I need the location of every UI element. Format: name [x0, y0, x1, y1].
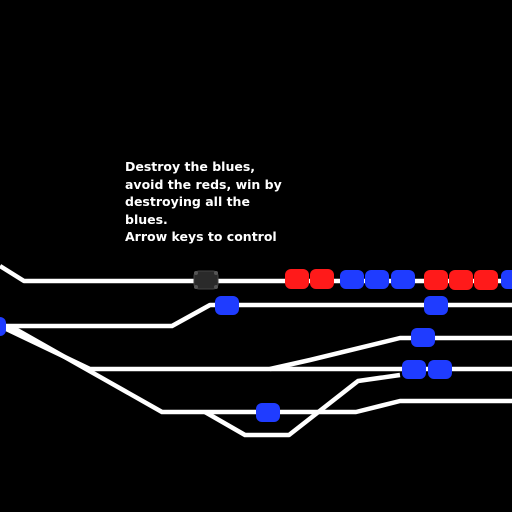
instructions-text: Destroy the blues, avoid the reds, win b… — [125, 158, 325, 246]
instruction-line: Destroy the blues, — [125, 159, 256, 174]
blue-car — [424, 296, 448, 315]
blue-car — [402, 360, 426, 379]
instruction-line: blues. — [125, 211, 168, 227]
track-5 — [8, 324, 512, 415]
blue-car — [391, 270, 415, 289]
blue-car — [501, 270, 512, 289]
instruction-line: avoid the reds, win by — [125, 176, 282, 192]
track-6 — [203, 372, 401, 438]
blue-car — [411, 328, 435, 347]
blue-car — [428, 360, 452, 379]
red-car — [474, 270, 498, 290]
track-2 — [0, 302, 512, 329]
blue-car — [256, 403, 280, 422]
blue-car — [215, 296, 239, 315]
blue-car — [340, 270, 364, 289]
player-car[interactable] — [193, 270, 219, 290]
cars — [0, 269, 512, 422]
instruction-line: destroying all the — [125, 194, 250, 209]
instruction-line: Arrow keys to control — [125, 229, 277, 244]
track-4 — [269, 335, 512, 372]
red-car — [285, 269, 309, 289]
red-car — [449, 270, 473, 290]
blue-car — [0, 317, 6, 336]
red-car — [424, 270, 448, 290]
blue-car — [365, 270, 389, 289]
red-car — [310, 269, 334, 289]
